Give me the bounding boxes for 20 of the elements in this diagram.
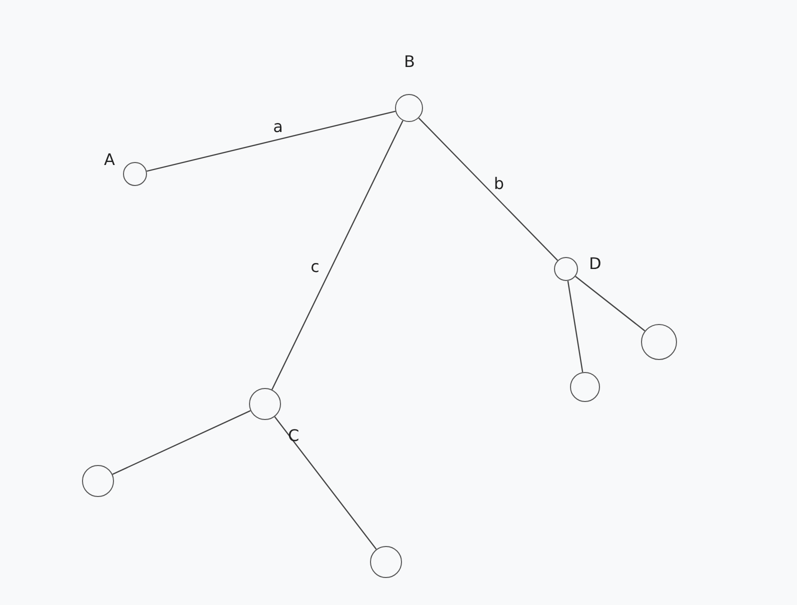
- circle-node: [641, 324, 677, 360]
- node-label: C: [288, 428, 300, 444]
- node-label: D: [589, 256, 602, 272]
- connector-line: [575, 276, 646, 332]
- connector-line: [418, 118, 558, 261]
- circle-node: [249, 388, 281, 420]
- connector-line: [112, 410, 251, 475]
- connector-line: [567, 280, 584, 372]
- circle-node: [370, 546, 402, 578]
- connector-line: [271, 120, 404, 390]
- connector-line: [274, 416, 377, 550]
- edge-label: b: [494, 176, 504, 192]
- connector-line: [146, 110, 396, 172]
- node-label: A: [104, 152, 115, 168]
- node-label: B: [404, 54, 415, 70]
- circle-node: [395, 94, 423, 122]
- circle-node: [554, 257, 578, 281]
- circle-node: [570, 372, 600, 402]
- circle-node: [82, 465, 114, 497]
- circle-node: [123, 162, 147, 186]
